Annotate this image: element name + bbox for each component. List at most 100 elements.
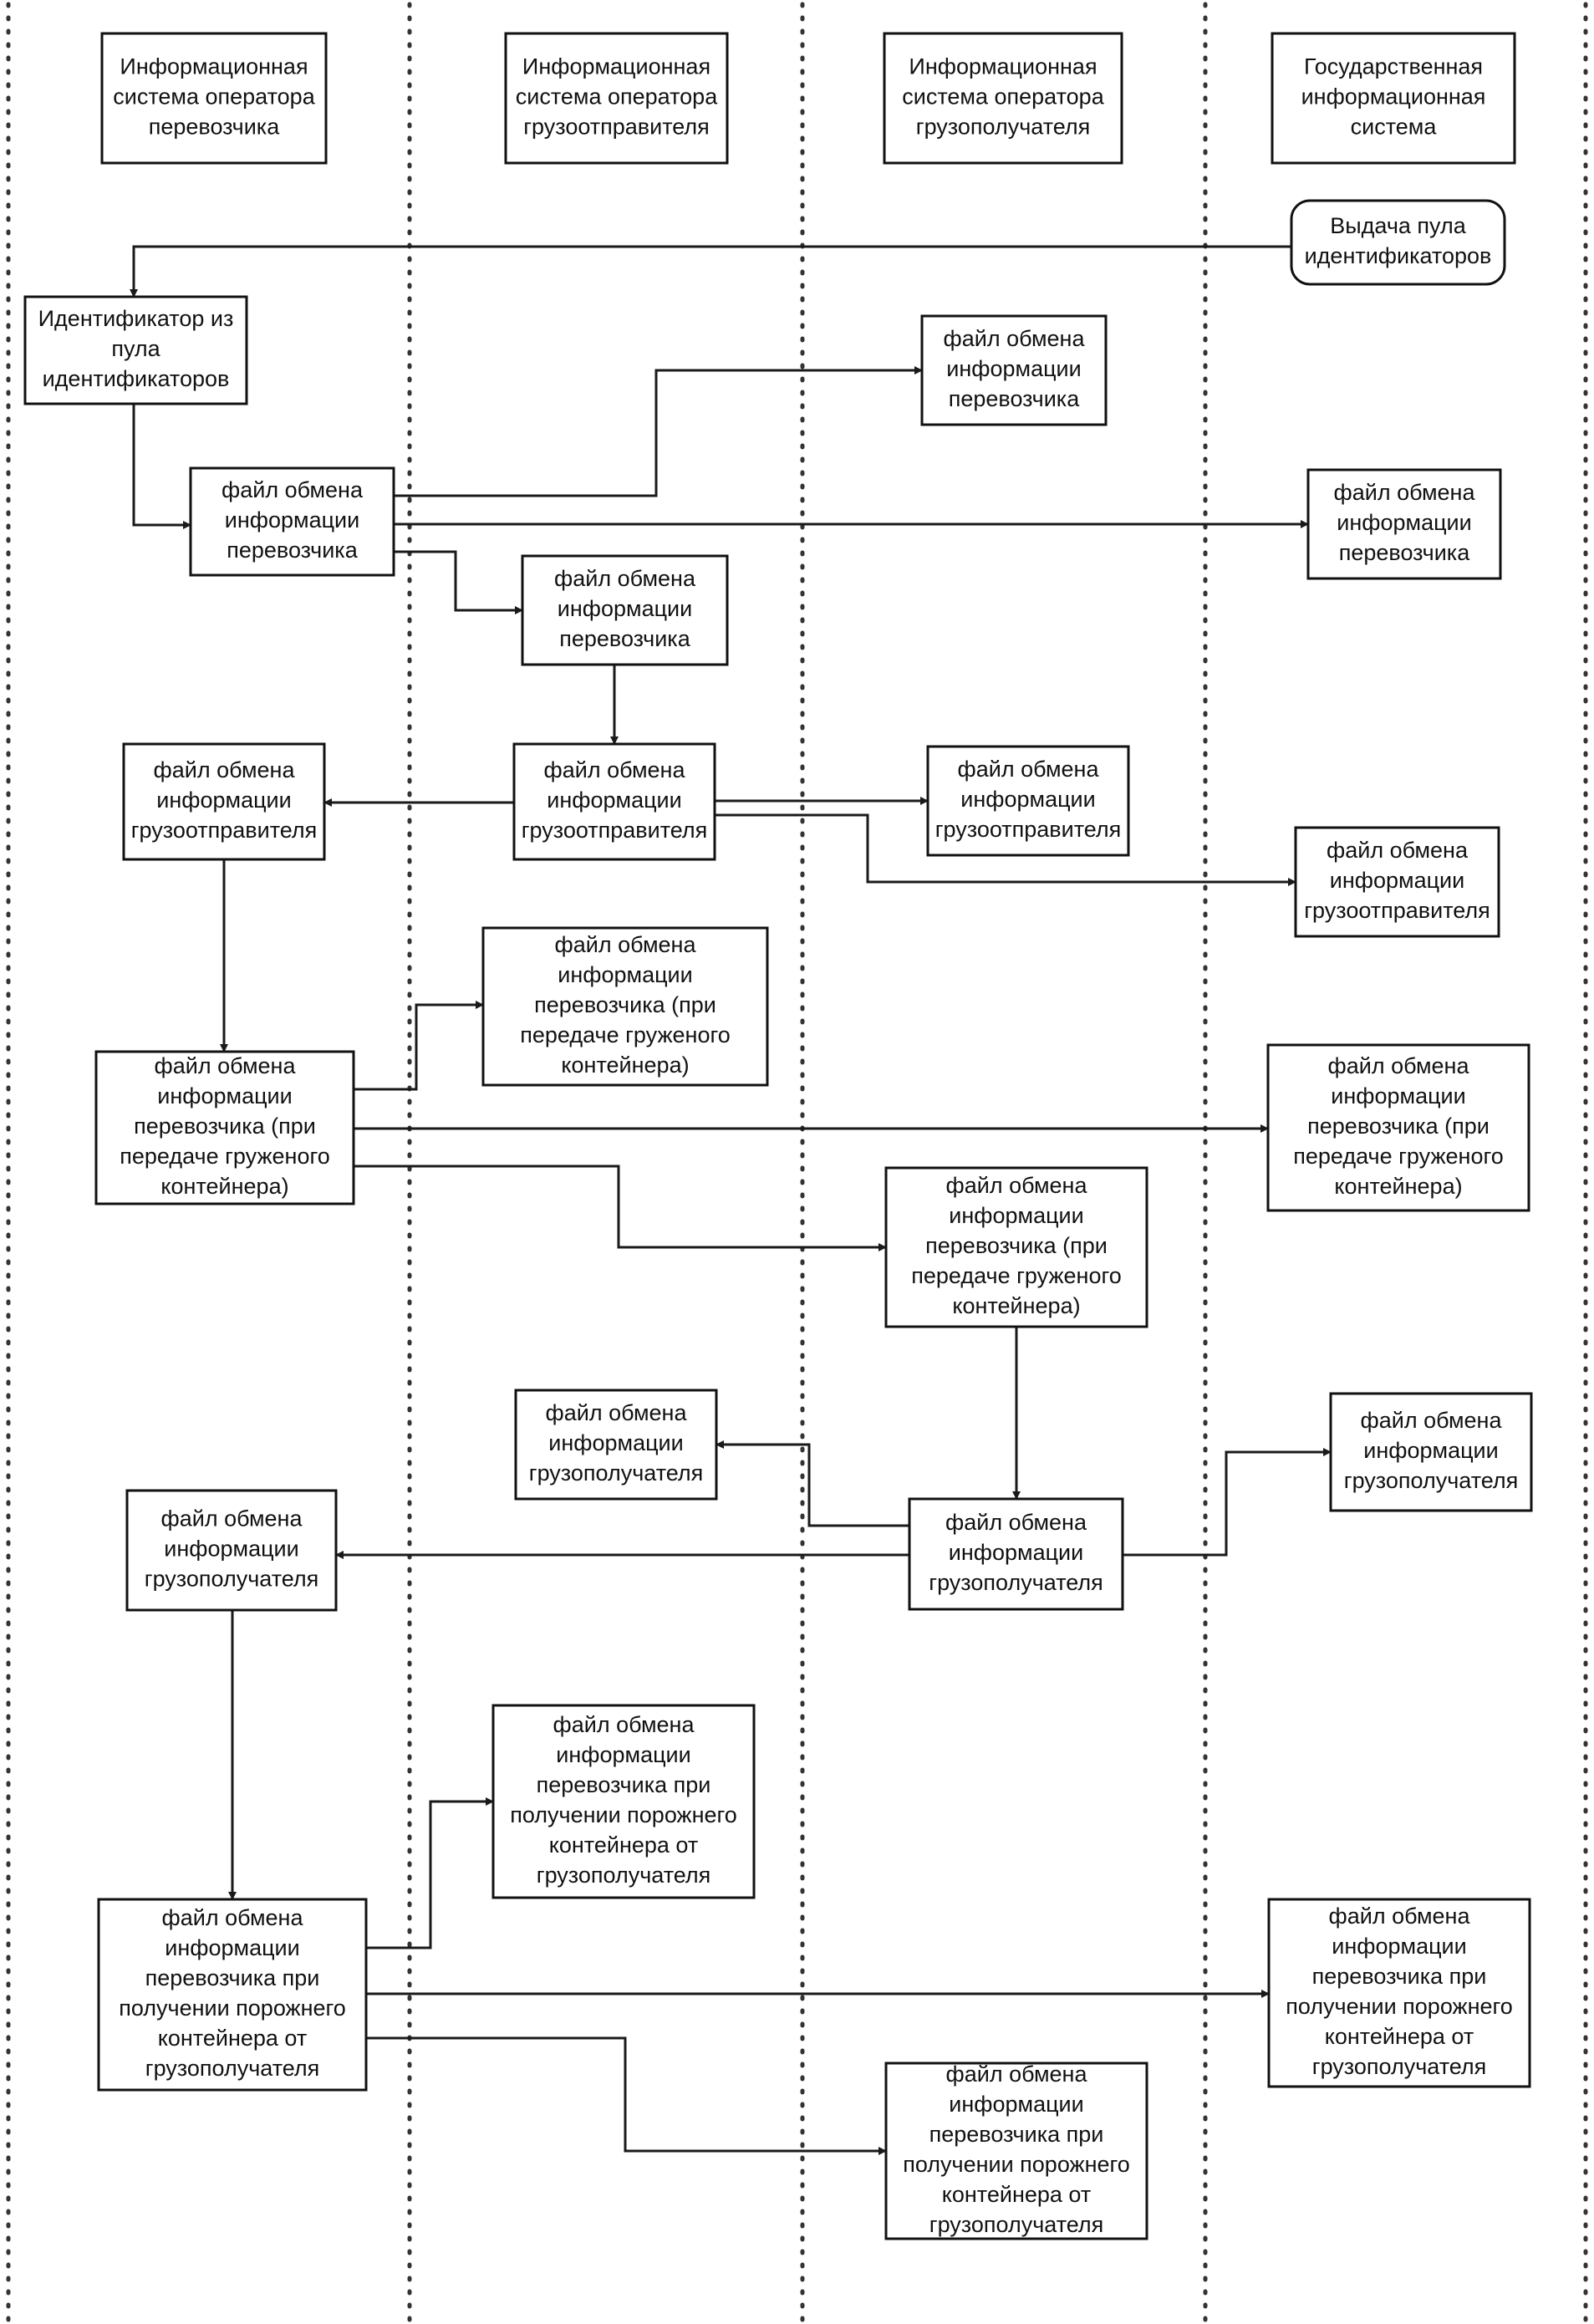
node-label: грузоотправителя — [522, 818, 708, 843]
node-label: информации — [548, 1430, 683, 1455]
node-label: информации — [1331, 1083, 1465, 1108]
arrow-carrier-file-1-to-carrier-file-consignee — [394, 366, 923, 497]
node-label: идентификаторов — [43, 366, 230, 391]
node-box — [514, 1389, 718, 1501]
node-box — [920, 314, 1108, 426]
lane-header-label: грузополучателя — [916, 115, 1091, 140]
node-label: грузополучателя — [1312, 2054, 1487, 2079]
arrow-empty-carrier-to-empty-consignee — [366, 2036, 887, 2155]
lane-header-box — [1271, 32, 1516, 165]
node-label: грузополучателя — [145, 1567, 319, 1592]
arrow-loaded-carrier-to-loaded-consignee — [354, 1165, 887, 1251]
lane-header-box — [100, 32, 328, 165]
node-label: грузоотправителя — [1304, 898, 1490, 923]
node-box — [1294, 826, 1500, 938]
lane-header-label: Информационная — [909, 54, 1097, 79]
node-box — [491, 1704, 756, 1899]
lane-header-box — [504, 32, 729, 165]
arrow-pool-identifier-to-carrier-file-1 — [132, 404, 191, 529]
node-label: передаче груженого — [911, 1263, 1121, 1288]
node-label: информации — [1337, 510, 1471, 535]
lane-header-label: Информационная — [522, 54, 710, 79]
node-label: перевозчика при — [537, 1772, 711, 1797]
node-label: контейнера) — [952, 1293, 1080, 1318]
node-box — [1329, 1392, 1533, 1512]
node-box — [1290, 199, 1506, 286]
lane-separators — [6, 2, 1588, 2322]
node-label: грузополучателя — [145, 2056, 320, 2081]
node-shipper-file-consignee: файл обмена информации грузоотправителя — [926, 745, 1130, 857]
node-label: перевозчика при — [145, 1965, 320, 1990]
node-label: Выдача пула — [1330, 213, 1466, 238]
node-label: получении порожнего — [510, 1802, 737, 1827]
node-label: информации — [156, 787, 291, 813]
node-label: грузополучателя — [529, 1460, 704, 1486]
node-label: информации — [558, 596, 692, 621]
lane-header-label: система — [1351, 115, 1438, 140]
node-box — [1267, 1898, 1531, 2088]
node-label: передаче груженого — [520, 1022, 730, 1047]
arrow-loaded-carrier-to-loaded-shipper — [354, 1001, 484, 1091]
lane-header-label: грузоотправителя — [523, 115, 710, 140]
node-label: файл обмена — [222, 477, 364, 502]
node-label: перевозчика — [559, 626, 690, 651]
node-label: файл обмена — [1327, 838, 1469, 863]
node-label: информации — [960, 787, 1095, 812]
node-box — [23, 295, 248, 405]
node-label: информации — [556, 1742, 690, 1767]
node-label: грузоотправителя — [935, 817, 1122, 842]
arrow-consignee-file-1-to-consignee-file-shipper — [716, 1440, 909, 1527]
node-box — [125, 1489, 338, 1612]
node-label: информации — [1330, 868, 1464, 893]
node-box — [884, 1166, 1148, 1328]
lane-header-label: система оператора — [516, 84, 718, 110]
node-label: перевозчика (при — [534, 992, 716, 1017]
node-label: перевозчика (при — [925, 1233, 1108, 1258]
node-label: информации — [949, 1540, 1083, 1565]
arrow-issue-pool-to-pool-identifier — [130, 245, 1291, 298]
lane-header-label: информационная — [1301, 84, 1486, 110]
node-label: файл обмена — [155, 1053, 297, 1078]
node-label: файл обмена — [946, 1173, 1088, 1198]
node-label: перевозчика при — [1312, 1964, 1487, 1989]
node-shipper-file-state: файл обмена информации грузоотправителя — [1294, 826, 1500, 938]
node-box — [1266, 1043, 1530, 1212]
node-label: файл обмена — [958, 757, 1100, 782]
node-label: контейнера от — [1325, 2024, 1474, 2049]
node-label: информации — [1332, 1934, 1466, 1959]
node-label: перевозчика — [1339, 540, 1470, 565]
node-label: информации — [949, 1203, 1083, 1228]
arrow-consignee-file-1-to-consignee-file-state — [1123, 1448, 1332, 1557]
node-label: файл обмена — [544, 757, 686, 782]
edges — [130, 245, 1332, 2155]
node-label: перевозчика (при — [1307, 1114, 1490, 1139]
node-box — [521, 554, 729, 666]
node-label: контейнера от — [942, 2182, 1091, 2207]
node-label: контейнера от — [158, 2026, 307, 2051]
lane-header-box — [883, 32, 1123, 165]
node-label: файл обмена — [554, 566, 696, 591]
node-label: файл обмена — [1334, 480, 1476, 505]
node-box — [908, 1497, 1124, 1611]
node-box — [122, 742, 326, 861]
lane-header-label: Информационная — [120, 54, 308, 79]
node-label: передаче груженого — [120, 1144, 329, 1169]
node-label: грузополучателя — [1344, 1468, 1519, 1493]
arrow-shipper-file-1-to-shipper-file-state — [715, 813, 1296, 886]
node-label: информации — [157, 1083, 292, 1108]
